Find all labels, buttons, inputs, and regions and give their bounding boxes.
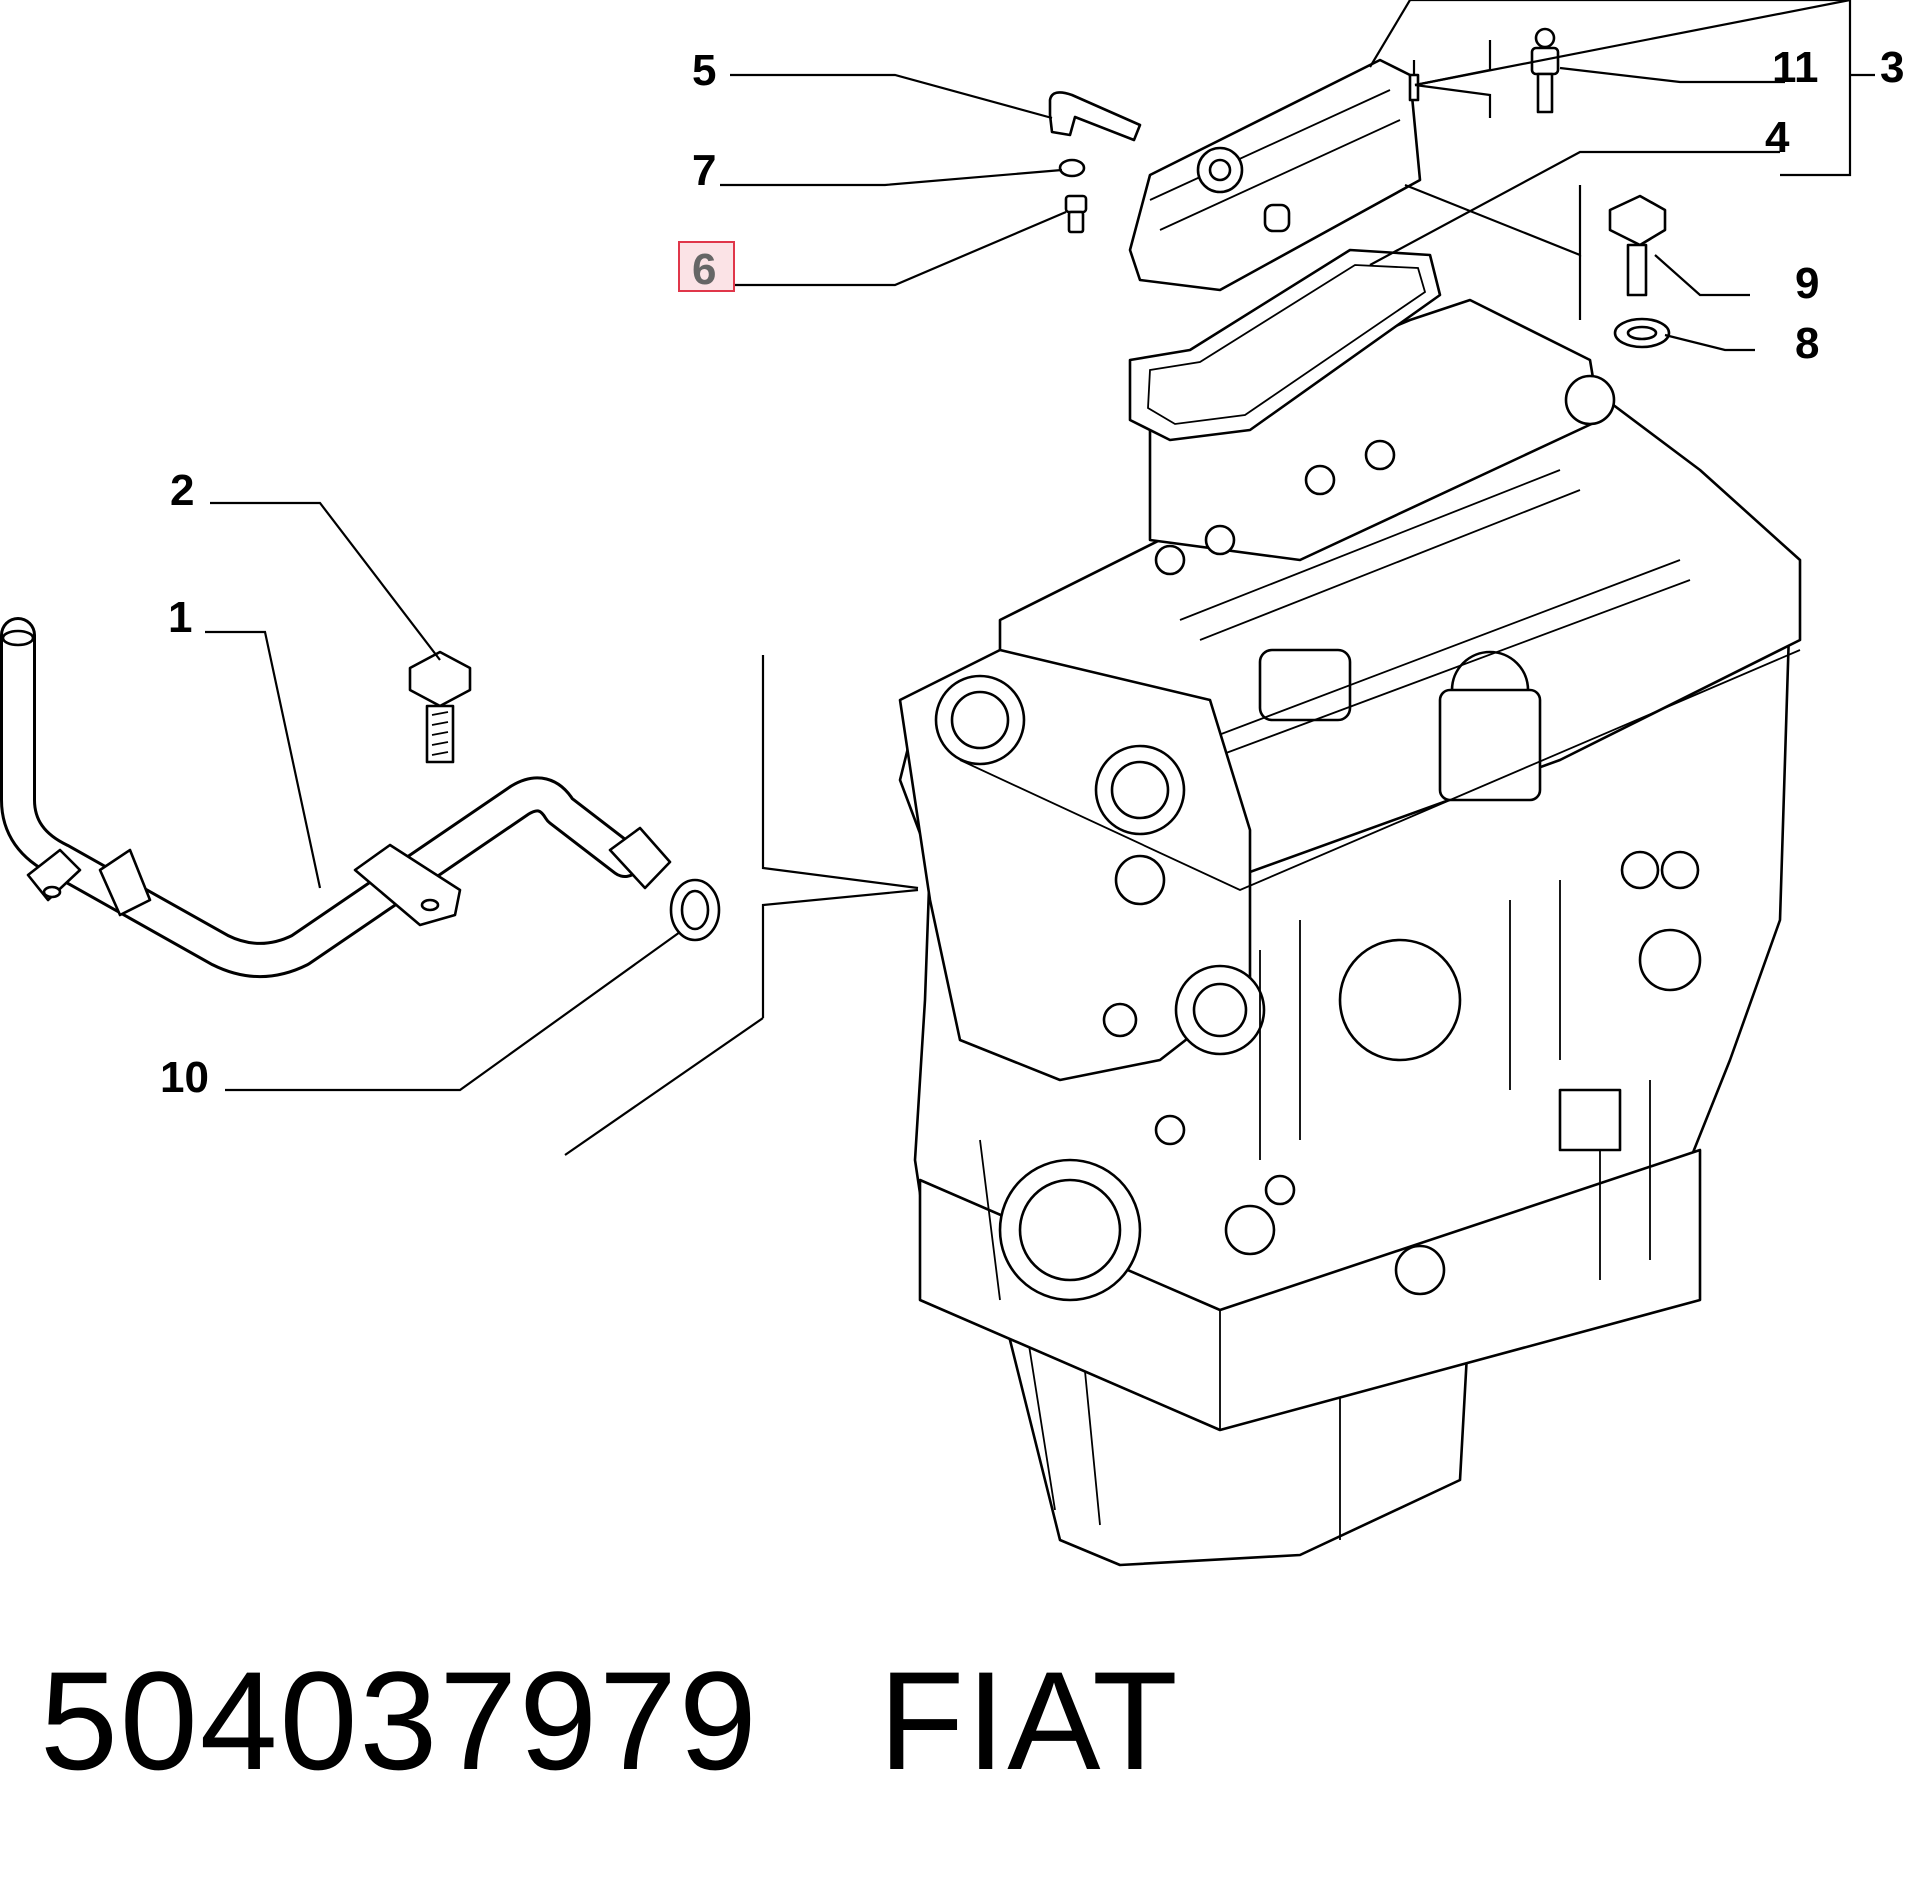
breather-hose [1048,91,1142,142]
clip [1058,158,1086,178]
callout-3: 3 [1880,43,1904,92]
callout-5: 5 [692,46,716,95]
callout-6: 6 [692,245,716,294]
callout-labels: 5 7 6 2 1 10 4 3 11 9 8 [160,43,1904,1102]
callout-2: 2 [170,466,194,515]
part-number: 504037979 [40,1642,759,1799]
callout-8: 8 [1795,319,1819,368]
pipe-bolt [408,650,472,764]
brand-name: FIAT [878,1642,1180,1799]
cover-bolt [1608,194,1667,297]
cover-washer [1613,317,1671,349]
rocker-cover [1128,58,1422,292]
cover-gasket [1128,248,1442,442]
engine-block [898,298,1802,1567]
callout-4: 4 [1765,113,1790,162]
callout-7: 7 [692,146,716,195]
leader-lines [205,0,1875,1156]
cover-stud [1530,27,1560,114]
seal-ring [669,878,721,942]
oil-pipe [0,617,672,978]
callout-1: 1 [168,593,192,642]
highlight-box [678,241,735,292]
callout-11: 11 [1772,43,1819,92]
callout-9: 9 [1795,259,1819,308]
footer-caption: 504037979 FIAT [40,1640,1180,1802]
fitting [1064,194,1088,234]
callout-10: 10 [160,1053,209,1102]
